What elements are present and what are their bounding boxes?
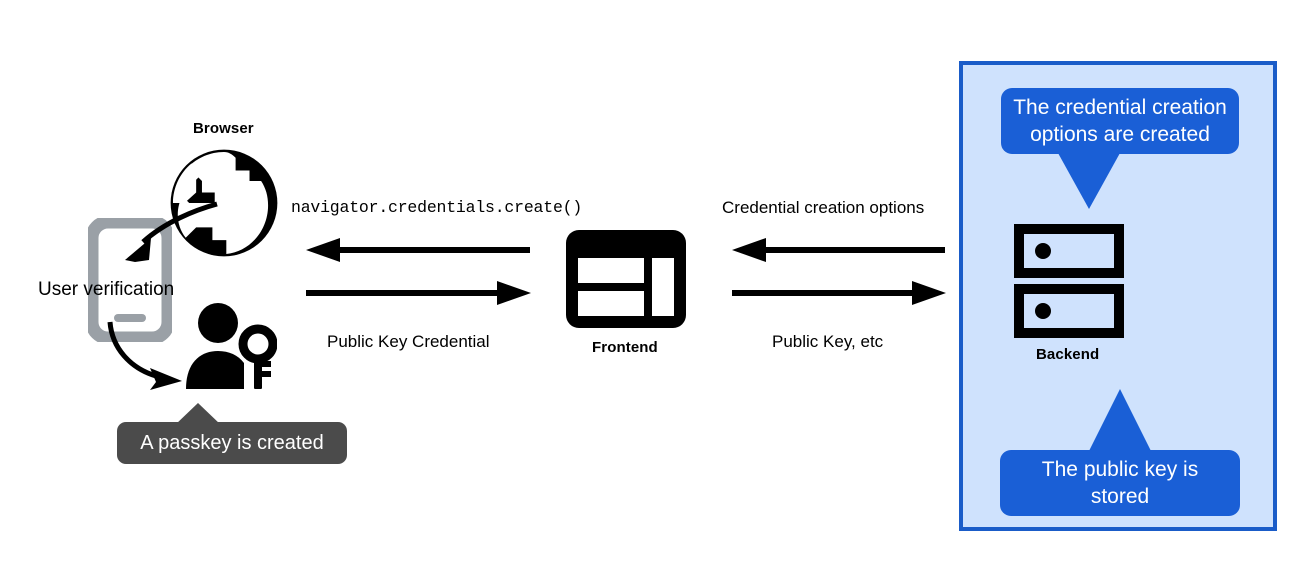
public-key-stored-callout-pointer (1089, 389, 1151, 451)
arrow-backend-to-frontend (732, 238, 945, 262)
public-key-etc-label: Public Key, etc (772, 332, 884, 351)
arrow-browser-to-frontend (306, 281, 531, 305)
arrow-browser-to-phone (125, 201, 218, 262)
smartphone-icon (88, 218, 172, 342)
arrow-frontend-to-browser (306, 238, 530, 262)
public-key-stored-callout: The public key is stored (1000, 450, 1240, 516)
frontend-label: Frontend (592, 339, 658, 356)
user-verification-label: User verification (38, 279, 175, 300)
passkey-created-callout: A passkey is created (117, 422, 347, 464)
globe-icon (170, 149, 278, 257)
browser-label: Browser (193, 120, 254, 137)
credential-options-callout-pointer (1058, 153, 1120, 209)
credential-options-created-callout: The credential creation options are crea… (1001, 88, 1239, 154)
passkey-callout-pointer (175, 403, 221, 425)
navigator-credentials-create-label: navigator.credentials.create() (291, 198, 583, 217)
arrow-phone-to-user (107, 321, 182, 390)
person-with-key-icon (186, 303, 277, 389)
public-key-credential-label: Public Key Credential (327, 332, 490, 351)
arrow-frontend-to-backend (732, 281, 946, 305)
backend-label: Backend (1036, 346, 1100, 363)
credential-creation-options-label: Credential creation options (722, 198, 925, 217)
browser-window-icon (566, 230, 686, 328)
server-rack-icon (1014, 224, 1124, 338)
